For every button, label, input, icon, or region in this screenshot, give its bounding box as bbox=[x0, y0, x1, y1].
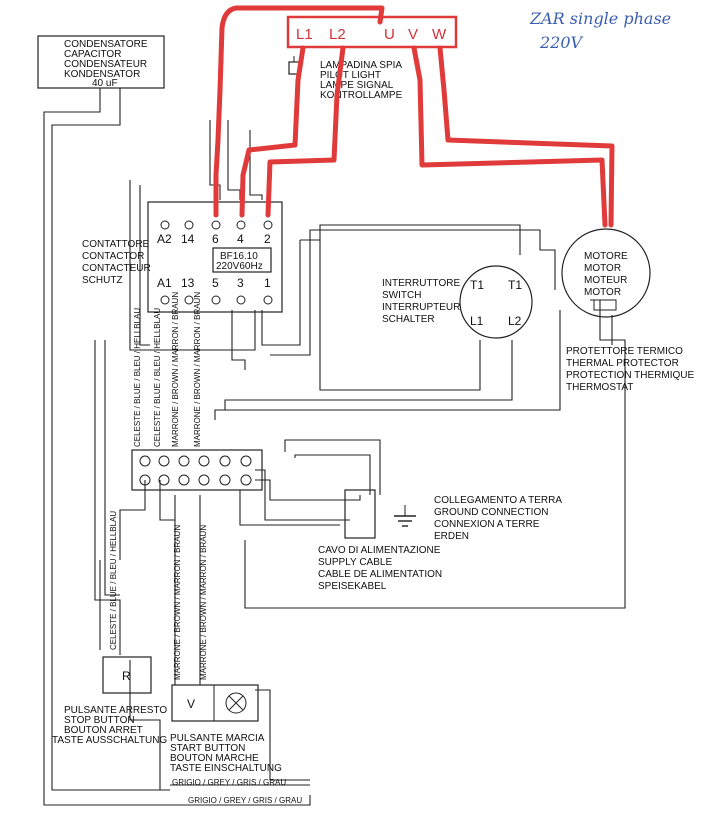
start-label-en: START BUTTON bbox=[170, 743, 245, 754]
motor-label-fr: MOTEUR bbox=[584, 275, 627, 286]
terminal-box bbox=[286, 15, 458, 49]
handwritten-note-line1: ZAR single phase bbox=[529, 9, 671, 28]
stop-label-de: TASTE AUSSCHALTUNG bbox=[52, 735, 167, 746]
wire-label-grey-2: GRIGIO / GREY / GRIS / GRAU bbox=[188, 796, 302, 805]
stop-button-box bbox=[102, 656, 152, 694]
capacitor-box bbox=[37, 35, 165, 89]
red-label-w: W bbox=[432, 26, 447, 43]
handwritten-note-line2: 220V bbox=[539, 33, 584, 52]
red-label-l1: L1 bbox=[296, 26, 313, 43]
terminal-6: 6 bbox=[212, 232, 219, 246]
switch-circle bbox=[459, 265, 533, 339]
terminal-1: 1 bbox=[264, 276, 271, 290]
capacitor-label-fr: CONDENSATEUR bbox=[64, 59, 147, 70]
red-label-l2: L2 bbox=[329, 26, 346, 43]
switch-label-it: INTERRUTTORE bbox=[382, 278, 460, 289]
start-label-de: TASTE EINSCHALTUNG bbox=[170, 763, 282, 774]
wire-label-brown-2: MARRONE / BROWN / MARRON / BRAUN bbox=[193, 292, 202, 447]
terminal-13: 13 bbox=[181, 276, 195, 290]
stop-label-it: PULSANTE ARRESTO bbox=[64, 705, 167, 716]
thermal-protector-icon bbox=[593, 299, 617, 311]
terminal-5: 5 bbox=[212, 276, 219, 290]
ground-label-it: COLLEGAMENTO A TERRA bbox=[434, 495, 562, 506]
red-label-u: U bbox=[384, 26, 395, 43]
contactor-label-it: CONTATTORE bbox=[82, 239, 150, 250]
capacitor-label-en: CAPACITOR bbox=[64, 49, 121, 60]
terminal-a2: A2 bbox=[157, 232, 172, 246]
capacitor-label-it: CONDENSATORE bbox=[64, 39, 148, 50]
start-lamp-icon bbox=[225, 692, 247, 714]
thermal-label-de: THERMOSTAT bbox=[566, 382, 633, 393]
motor-label-de: MOTOR bbox=[584, 287, 621, 298]
supply-label-it: CAVO DI ALIMENTAZIONE bbox=[318, 545, 441, 556]
terminal-2: 2 bbox=[264, 232, 271, 246]
start-button-symbol: V bbox=[187, 697, 195, 711]
thermal-label-fr: PROTECTION THERMIQUE bbox=[566, 370, 694, 381]
contactor-model: BF16.10 bbox=[220, 251, 258, 262]
switch-terminal-l2: L2 bbox=[508, 314, 522, 328]
wire-label-blue-2: CELESTE / BLUE / BLEU / HELLBLAU bbox=[153, 308, 162, 447]
contactor-voltage: 220V60Hz bbox=[216, 261, 263, 272]
ground-icon bbox=[394, 505, 416, 527]
switch-terminal-l1: L1 bbox=[470, 314, 484, 328]
pilot-light-label-fr: LAMPE SIGNAL bbox=[320, 80, 394, 91]
contactor-label-fr: CONTACTEUR bbox=[82, 263, 151, 274]
pilot-light-label-en: PILOT LIGHT bbox=[320, 70, 381, 81]
capacitor-value: 40 uF bbox=[92, 78, 118, 89]
terminal-3: 3 bbox=[237, 276, 244, 290]
motor-label-it: MOTORE bbox=[584, 251, 628, 262]
switch-terminal-t1-right: T1 bbox=[508, 278, 522, 292]
motor-label-en: MOTOR bbox=[584, 263, 621, 274]
pilot-light-label-it: LAMPADINA SPIA bbox=[320, 60, 402, 71]
supply-cable-symbol bbox=[344, 489, 376, 539]
switch-label-fr: INTERRUPTEUR bbox=[382, 302, 460, 313]
supply-label-de: SPEISEKABEL bbox=[318, 581, 387, 592]
black-wiring bbox=[43, 88, 626, 806]
terminal-14: 14 bbox=[181, 232, 195, 246]
start-label-it: PULSANTE MARCIA bbox=[170, 733, 265, 744]
terminal-block bbox=[131, 449, 263, 491]
supply-label-en: SUPPLY CABLE bbox=[318, 557, 392, 568]
thermal-label-en: THERMAL PROTECTOR bbox=[566, 358, 679, 369]
red-wiring bbox=[213, 5, 615, 228]
wire-label-brown-4: MARRONE / BROWN / MARRON / BRAUN bbox=[199, 525, 208, 680]
supply-label-fr: CABLE DE ALIMENTATION bbox=[318, 569, 442, 580]
contactor-terminals-top bbox=[160, 220, 273, 230]
stop-label-fr: BOUTON ARRET bbox=[64, 725, 143, 736]
contactor-box bbox=[147, 201, 283, 313]
terminal-a1: A1 bbox=[157, 276, 172, 290]
capacitor-label-de: KONDENSATOR bbox=[64, 69, 140, 80]
ground-label-de: ERDEN bbox=[434, 531, 469, 542]
pilot-light-label-de: KONTROLLAMPE bbox=[320, 90, 403, 101]
wire-label-brown-3: MARRONE / BROWN / MARRON / BRAUN bbox=[173, 525, 182, 680]
switch-label-de: SCHALTER bbox=[382, 314, 435, 325]
switch-label-en: SWITCH bbox=[382, 290, 421, 301]
ground-label-en: GROUND CONNECTION bbox=[434, 507, 548, 518]
contactor-label-en: CONTACTOR bbox=[82, 251, 144, 262]
wire-label-brown-1: MARRONE / BROWN / MARRON / BRAUN bbox=[171, 292, 180, 447]
contactor-label-de: SCHUTZ bbox=[82, 275, 123, 286]
contactor-terminals-bottom bbox=[160, 295, 273, 305]
wire-label-blue-1: CELESTE / BLUE / BLEU / HELLBLAU bbox=[133, 308, 142, 447]
switch-terminal-t1-left: T1 bbox=[470, 278, 484, 292]
start-button-box bbox=[171, 684, 259, 722]
wire-label-grey-1: GRIGIO / GREY / GRIS / GRAU bbox=[172, 778, 286, 787]
contactor-model-box bbox=[212, 247, 272, 273]
ground-label-fr: CONNEXION A TERRE bbox=[434, 519, 540, 530]
red-label-v: V bbox=[408, 26, 418, 43]
motor-circle bbox=[561, 228, 651, 318]
start-label-fr: BOUTON MARCHE bbox=[170, 753, 259, 764]
terminal-4: 4 bbox=[237, 232, 244, 246]
stop-button-symbol: R bbox=[122, 669, 131, 683]
stop-label-en: STOP BUTTON bbox=[64, 715, 135, 726]
thermal-label-it: PROTETTORE TERMICO bbox=[566, 346, 683, 357]
terminal-block-screws bbox=[139, 455, 252, 486]
wire-label-blue-3: CELESTE / BLUE / BLEU / HELLBLAU bbox=[109, 511, 118, 650]
